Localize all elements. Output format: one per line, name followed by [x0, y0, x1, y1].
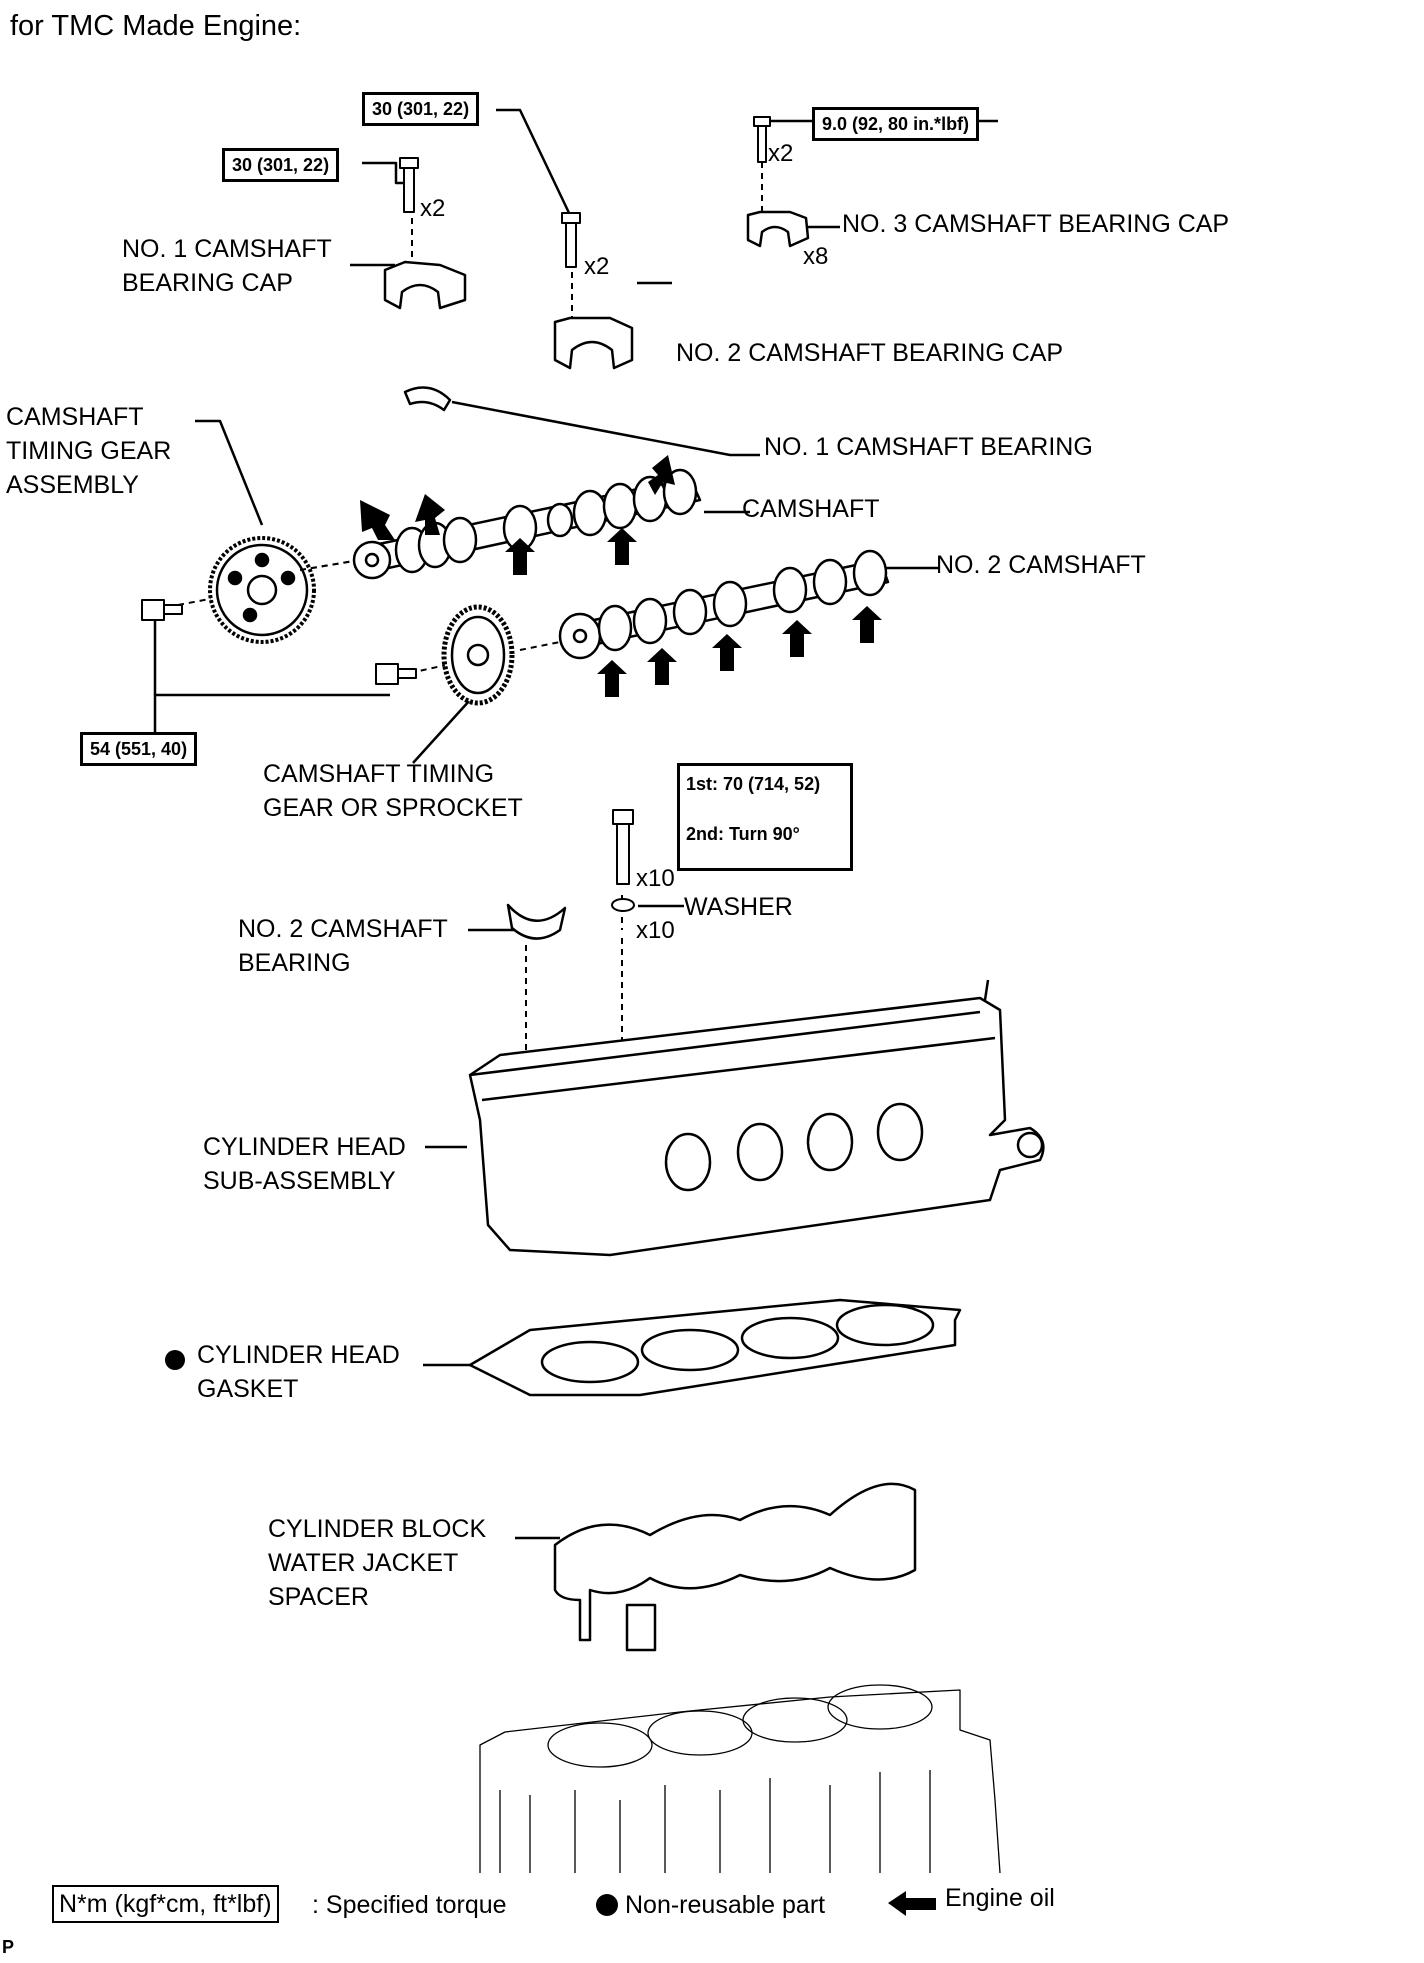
- label-cap1-line2: BEARING CAP: [122, 269, 293, 297]
- label-cap1-line1: NO. 1 CAMSHAFT: [122, 235, 332, 263]
- label-head-line1: CYLINDER HEAD: [203, 1133, 406, 1161]
- mult-cap2-bolts: x2: [584, 253, 610, 280]
- label-washer: WASHER: [684, 893, 793, 921]
- label-gasket-line2: GASKET: [197, 1375, 299, 1403]
- legend-oil: Engine oil: [945, 1884, 1055, 1912]
- label-cap2: NO. 2 CAMSHAFT BEARING CAP: [676, 339, 1064, 367]
- mult-washers: x10: [636, 917, 675, 944]
- torque-head-1st: 1st: 70 (714, 52): [686, 774, 821, 794]
- bolts: [141, 116, 771, 912]
- torque-head-bolt: 1st: 70 (714, 52) 2nd: Turn 90°: [677, 763, 853, 871]
- torque-gear: 54 (551, 40): [80, 732, 198, 766]
- cylinder-head-gasket: [468, 1298, 962, 1397]
- torque-cap1: 30 (301, 22): [222, 148, 340, 182]
- legend-nonreusable: Non-reusable part: [625, 1891, 826, 1919]
- oil-arrow-legend-icon: [888, 1891, 936, 1916]
- label-spacer-line1: CYLINDER BLOCK: [268, 1515, 487, 1543]
- label-timing-gear-line1: CAMSHAFT: [6, 403, 144, 431]
- label-sprocket-line2: GEAR OR SPROCKET: [263, 794, 523, 822]
- label-camshaft2: NO. 2 CAMSHAFT: [936, 551, 1146, 579]
- timing-gear-assembly: [208, 536, 316, 644]
- camshaft-sprocket: [441, 604, 515, 706]
- mult-cap3-caps: x8: [803, 243, 829, 270]
- label-sprocket-line1: CAMSHAFT TIMING: [263, 760, 495, 788]
- nonreusable-dot-legend: [596, 1894, 618, 1916]
- torque-cap3: 9.0 (92, 80 in.*lbf): [812, 107, 980, 141]
- label-spacer-line3: SPACER: [268, 1583, 369, 1611]
- mult-cap1-bolts: x2: [420, 195, 446, 222]
- label-bearing2-line1: NO. 2 CAMSHAFT: [238, 915, 448, 943]
- legend-torque-box: N*m (kgf*cm, ft*lbf): [52, 1885, 279, 1923]
- legend-torque-text: : Specified torque: [312, 1891, 507, 1919]
- leader-lines: [153, 108, 998, 1540]
- cylinder-block: [479, 1684, 1001, 1874]
- torque-cap2: 30 (301, 22): [362, 92, 480, 126]
- label-bearing1: NO. 1 CAMSHAFT BEARING: [764, 433, 1093, 461]
- label-gasket-line1: CYLINDER HEAD: [197, 1341, 400, 1369]
- mult-head-bolts: x10: [636, 865, 675, 892]
- label-timing-gear-line2: TIMING GEAR: [6, 437, 172, 465]
- bearing-caps: [383, 210, 810, 940]
- water-jacket-spacer: [553, 1482, 917, 1652]
- label-timing-gear-line3: ASSEMBLY: [6, 471, 139, 499]
- mult-cap3-bolts: x2: [768, 140, 794, 167]
- label-spacer-line2: WATER JACKET: [268, 1549, 459, 1577]
- cylinder-head: [468, 979, 1045, 1257]
- camshaft-1: [299, 468, 702, 580]
- label-cap3: NO. 3 CAMSHAFT BEARING CAP: [842, 210, 1230, 238]
- camshaft-2: [558, 549, 890, 660]
- torque-head-2nd: 2nd: Turn 90°: [686, 824, 800, 844]
- corner-mark: P: [2, 1937, 15, 1957]
- label-bearing2-line2: BEARING: [238, 949, 351, 977]
- nonreusable-dot-gasket: [165, 1350, 185, 1370]
- label-head-line2: SUB-ASSEMBLY: [203, 1167, 396, 1195]
- label-camshaft: CAMSHAFT: [742, 495, 880, 523]
- page-title: for TMC Made Engine:: [10, 10, 302, 42]
- oil-arrows: [360, 455, 882, 697]
